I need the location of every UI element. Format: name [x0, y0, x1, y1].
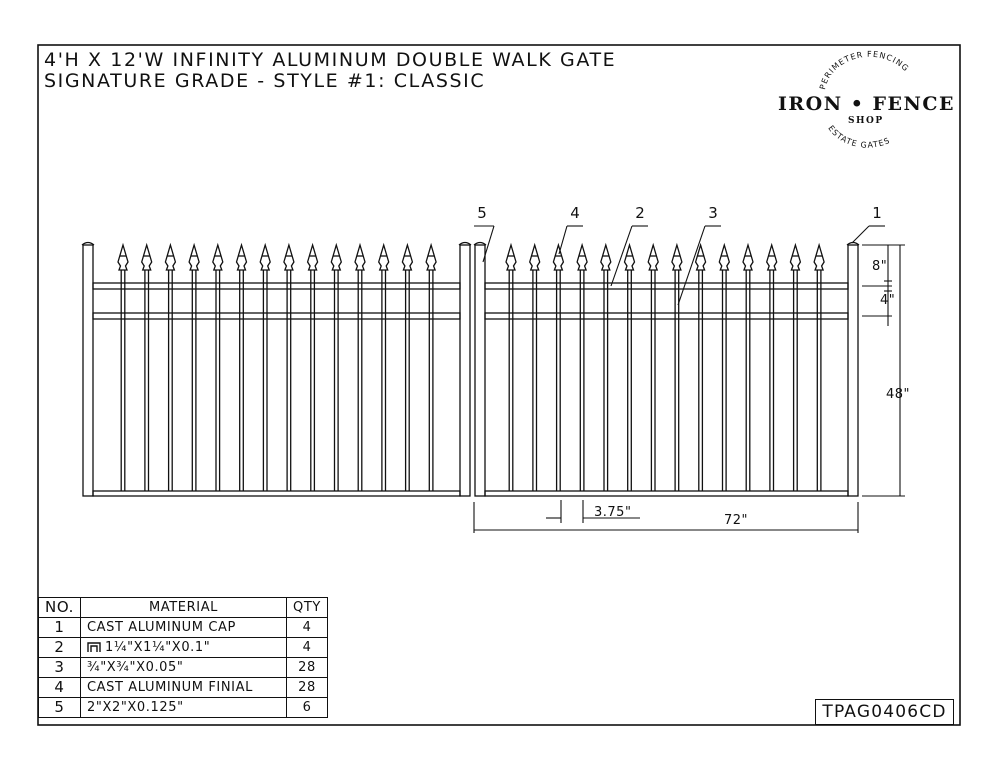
finial-spear: [377, 242, 390, 271]
finial-spear: [401, 242, 414, 271]
callout-leader: [482, 225, 495, 263]
bill-of-materials-table: NO. MATERIAL QTY 1 CAST ALUMINUM CAP 4 2…: [38, 597, 328, 718]
gate-rail: [92, 490, 461, 497]
bom-row-no: 1: [38, 617, 81, 638]
finial-spear: [505, 242, 517, 271]
bom-header-row: NO. MATERIAL QTY: [38, 597, 328, 618]
logo-separator-icon: •: [851, 93, 865, 115]
gate-rail: [484, 312, 849, 320]
bom-row-material: ¾"X¾"X0.05": [80, 657, 287, 678]
finial-spear: [164, 242, 177, 271]
finial-spear: [330, 242, 343, 271]
post-cap: [458, 241, 472, 246]
bom-row: 2 1¼"X1¼"X0.1" 4: [38, 637, 328, 658]
finial-spear: [188, 242, 200, 271]
gate-rail: [92, 282, 461, 290]
post-cap: [473, 241, 487, 246]
drawing-number: TPAG0406CD: [815, 699, 954, 725]
bom-row-material-cell: 1¼"X1¼"X0.1": [80, 637, 287, 658]
callout-leader: [558, 225, 568, 255]
bom-header-material: MATERIAL: [80, 597, 287, 618]
bom-row-qty: 28: [286, 677, 328, 698]
finial-spear: [528, 242, 541, 271]
gate-post: [82, 244, 94, 497]
finial-spear: [694, 242, 707, 271]
gate-rail: [484, 282, 849, 290]
finial-spear: [117, 242, 129, 271]
gate-rail: [484, 490, 849, 497]
callout-leader: [851, 225, 870, 244]
logo-sub-text: SHOP: [848, 116, 884, 126]
gate-rail: [92, 312, 461, 320]
drawing-subtitle: SIGNATURE GRADE - STYLE #1: CLASSIC: [44, 70, 486, 92]
finial-spear: [235, 242, 248, 271]
finial-spear: [813, 242, 825, 271]
gate-post: [474, 244, 486, 497]
finial-spear: [576, 242, 588, 271]
finial-spear: [354, 242, 366, 271]
gate-post: [847, 244, 859, 497]
gate-leaves: [81, 241, 860, 497]
bom-row: 5 2"X2"X0.125" 6: [38, 697, 328, 718]
dimension-lines: [473, 225, 905, 533]
bom-row-qty: 4: [286, 617, 328, 638]
finial-spear: [425, 242, 437, 271]
bom-row-material: 2"X2"X0.125": [80, 697, 287, 718]
callout-5: 5: [477, 204, 487, 222]
bom-row-qty: 4: [286, 637, 328, 658]
bom-header-no: NO.: [38, 597, 81, 618]
callout-1: 1: [872, 204, 882, 222]
bom-row-material: 1¼"X1¼"X0.1": [105, 640, 211, 655]
bom-row-no: 4: [38, 677, 81, 698]
bom-row-material: CAST ALUMINUM CAP: [80, 617, 287, 638]
finial-spear: [647, 242, 659, 271]
bom-row: 4 CAST ALUMINUM FINIAL 28: [38, 677, 328, 698]
callout-2: 2: [635, 204, 645, 222]
finial-spear: [765, 242, 778, 271]
finial-spear: [212, 242, 224, 271]
bom-row-qty: 6: [286, 697, 328, 718]
finial-spear: [600, 242, 612, 271]
dim-rail-spacing: 4": [880, 293, 895, 308]
finial-spear: [742, 242, 754, 271]
dim-height: 48": [886, 387, 910, 402]
dim-leaf-width: 72": [724, 513, 748, 528]
finial-spear: [259, 242, 271, 271]
callout-4: 4: [570, 204, 580, 222]
gate-post: [459, 244, 471, 497]
finial-spear: [718, 242, 731, 271]
finial-spear: [283, 242, 295, 271]
callout-3: 3: [708, 204, 718, 222]
bom-row: 3 ¾"X¾"X0.05" 28: [38, 657, 328, 678]
bom-row-no: 5: [38, 697, 81, 718]
bom-row-qty: 28: [286, 657, 328, 678]
bom-row: 1 CAST ALUMINUM CAP 4: [38, 617, 328, 638]
dim-spear-height: 8": [872, 259, 887, 274]
finial-spear: [671, 242, 683, 271]
bom-header-qty: QTY: [286, 597, 328, 618]
dim-picket-spacing: 3.75": [594, 505, 631, 520]
logo-name-part1: IRON: [778, 93, 843, 115]
finial-spear: [140, 242, 153, 271]
bom-row-no: 3: [38, 657, 81, 678]
finial-spear: [789, 242, 802, 271]
bom-row-no: 2: [38, 637, 81, 658]
bom-row-material: CAST ALUMINUM FINIAL: [80, 677, 287, 698]
finial-spear: [623, 242, 636, 271]
iron-fence-shop-logo: PERIMETER FENCING IRON • FENCE SHOP ESTA…: [778, 50, 955, 150]
drawing-title: 4'H X 12'W INFINITY ALUMINUM DOUBLE WALK…: [44, 49, 617, 71]
logo-name-part2: FENCE: [873, 93, 955, 115]
finial-spear: [552, 242, 565, 271]
callout-leader: [610, 225, 633, 287]
svg-text:IRON • FENCE: IRON • FENCE: [778, 93, 955, 115]
callout-leader: [677, 225, 706, 306]
post-cap: [81, 241, 95, 246]
finial-spear: [306, 242, 319, 271]
channel-icon: [87, 642, 101, 652]
